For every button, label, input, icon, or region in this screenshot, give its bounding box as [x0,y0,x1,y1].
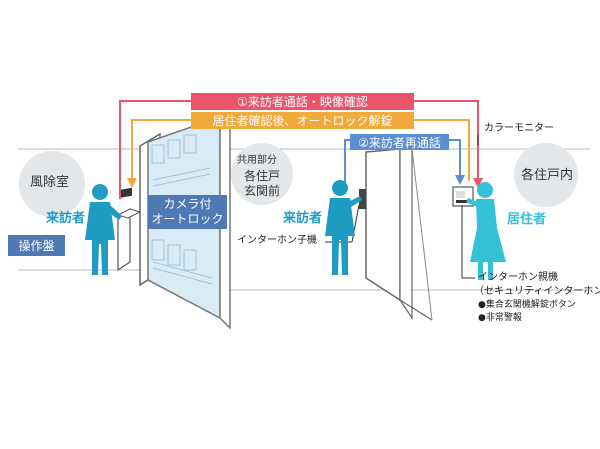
banner-visitor-call-text: ①来訪者通話・映像確認 [237,95,368,109]
area-each-unit [514,143,578,207]
label-bullet-emergency: ●非常警報 [478,313,522,323]
banner-unlock-text: 居住者確認後、オートロック解錠 [212,114,393,128]
resident-figure [466,182,506,280]
control-panel-unit [116,187,142,272]
label-resident: 居住者 [507,212,547,227]
area-each-unit-label: 各住戸内 [521,168,574,183]
label-camera-autolock-line1: カメラ付 [163,197,212,211]
area-windscreen-room-label: 風除室 [30,175,70,190]
label-intercom-main: インターホン親機 [478,272,558,283]
area-windscreen-room [19,151,85,217]
visitor-figure-middle [325,180,362,275]
label-visitor-left: 来訪者 [46,211,86,226]
banner-unlock: 居住者確認後、オートロック解錠 [191,112,414,129]
area-common-label-2: 各住戸 [244,169,281,183]
label-control-panel-text: 操作盤 [18,239,55,253]
banner-recall: ②来訪者再通話 [350,134,449,150]
label-visitor-middle: 来訪者 [283,211,323,226]
label-bullet-unlock-button: ●集合玄関機解錠ボタン [478,300,576,310]
label-color-monitor: カラーモニター [484,123,554,134]
label-intercom-main-sub: （セキュリティインターホン） [474,286,600,297]
label-camera-autolock-line2: オートロック [151,212,224,226]
area-common-label-3: 玄関前 [244,184,281,198]
banner-visitor-call: ①来訪者通話・映像確認 [191,93,414,110]
intercom-sub-device [359,189,366,209]
label-camera-autolock: カメラ付 オートロック [148,195,227,229]
area-common [231,143,293,205]
label-intercom-sub: インターホン子機 [237,235,317,246]
middle-wall [365,148,433,321]
area-common-label-1: 共用部分 [237,155,277,166]
banner-recall-text: ②来訪者再通話 [358,135,441,150]
label-control-panel: 操作盤 [8,235,65,256]
visitor-figure-left [85,184,122,275]
